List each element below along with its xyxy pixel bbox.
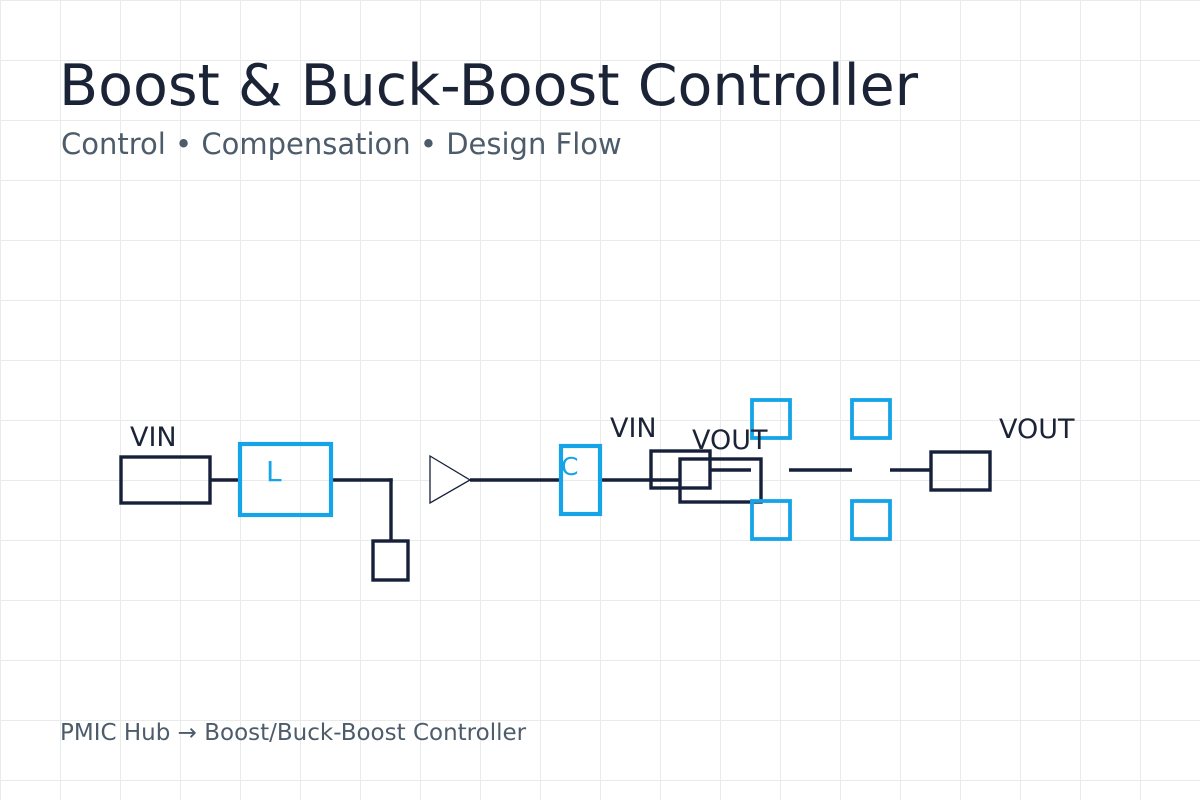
diode-triangle-icon: [429, 454, 472, 505]
vin-source-box: [119, 455, 212, 505]
vout-mid-label: VOUT: [692, 425, 768, 456]
low-side-switch-box: [371, 539, 410, 582]
bridge-switch-bottom-right: [850, 499, 892, 541]
controller-box-inner: [678, 457, 763, 504]
page-subtitle: Control • Compensation • Design Flow: [61, 127, 622, 161]
bridge-switch-top-left: [750, 398, 792, 440]
vout-load-box: [929, 450, 992, 492]
vout-right-label: VOUT: [999, 414, 1075, 445]
bridge-switch-top-right: [850, 398, 892, 440]
bridge-switch-bottom-left: [750, 499, 792, 541]
vin-left-label: VIN: [130, 422, 177, 453]
inductor-box: [237, 441, 334, 518]
page-title: Boost & Buck-Boost Controller: [59, 53, 919, 119]
capacitor-box: [558, 443, 603, 517]
breadcrumb: PMIC Hub → Boost/Buck-Boost Controller: [60, 720, 527, 746]
inductor-label: L: [266, 455, 282, 488]
capacitor-label: C: [561, 452, 578, 481]
vin-mid-label: VIN: [610, 413, 657, 444]
